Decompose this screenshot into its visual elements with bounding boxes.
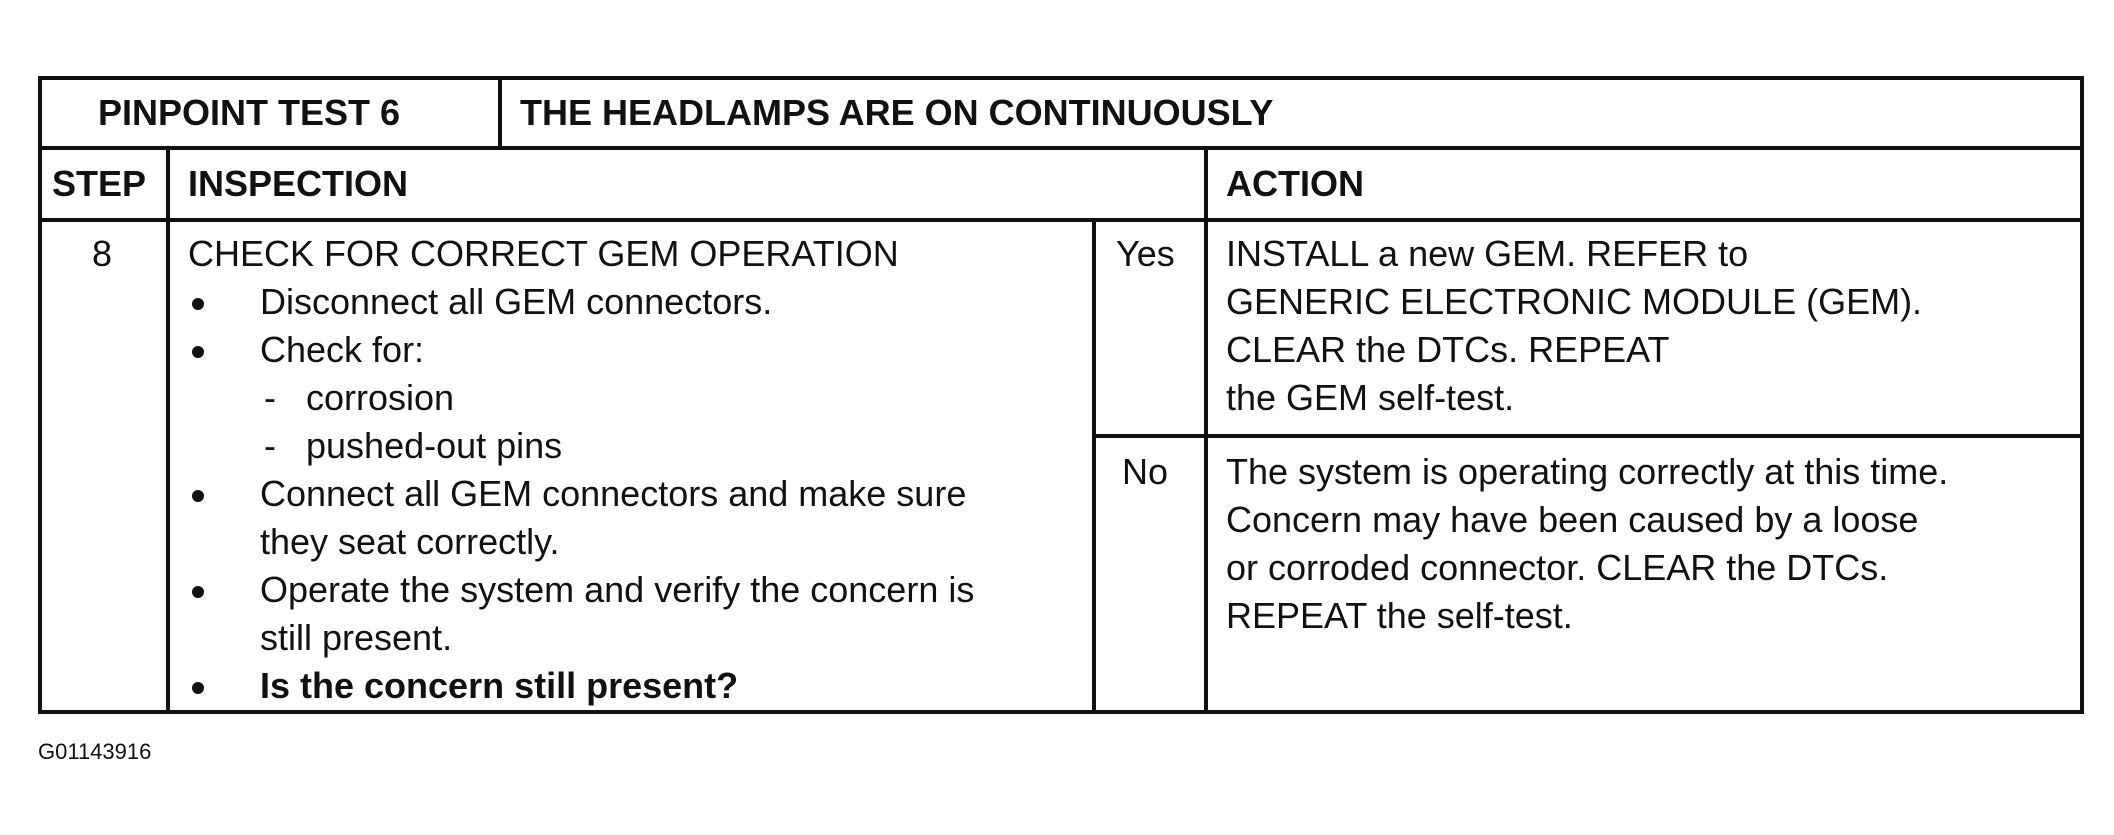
column-action: ACTION xyxy=(1226,163,1364,204)
figure-id: G01143916 xyxy=(38,739,152,764)
result-divider xyxy=(1092,218,1096,710)
inspection-step-4-line-2: still present. xyxy=(260,617,453,658)
no-action-line-4: REPEAT the self-test. xyxy=(1226,595,1573,636)
no-action-line-2: Concern may have been caused by a loose xyxy=(1226,499,1919,540)
column-inspection: INSPECTION xyxy=(188,163,409,204)
dash-1-icon: - xyxy=(264,377,276,418)
yes-label: Yes xyxy=(1116,233,1175,274)
yes-action-line-2: GENERIC ELECTRONIC MODULE (GEM). xyxy=(1226,281,1923,322)
yes-no-divider xyxy=(1092,434,2080,438)
no-action-line-3: or corroded connector. CLEAR the DTCs. xyxy=(1226,547,1889,588)
yes-action-line-4: the GEM self-test. xyxy=(1226,377,1515,418)
test-label: PINPOINT TEST 6 xyxy=(98,92,401,133)
no-action-line-1: The system is operating correctly at thi… xyxy=(1226,451,1949,492)
no-label: No xyxy=(1122,451,1169,492)
yes-action-line-3: CLEAR the DTCs. REPEAT xyxy=(1226,329,1670,370)
bullet-2-icon xyxy=(192,346,204,358)
title-divider xyxy=(498,80,502,146)
yes-action-line-1: INSTALL a new GEM. REFER to xyxy=(1226,233,1749,274)
pinpoint-test-table: PINPOINT TEST 6 THE HEADLAMPS ARE ON CON… xyxy=(38,76,2084,714)
inspection-step-2: Check for: xyxy=(260,329,425,370)
inspection-step-4-line-1: Operate the system and verify the concer… xyxy=(260,569,975,610)
inspection-title: CHECK FOR CORRECT GEM OPERATION xyxy=(188,233,899,274)
bullet-1-icon xyxy=(192,298,204,310)
column-step: STEP xyxy=(52,163,147,204)
test-title: THE HEADLAMPS ARE ON CONTINUOUSLY xyxy=(520,92,1274,133)
bullet-5-icon xyxy=(192,682,204,694)
check-item-2: pushed-out pins xyxy=(306,425,563,466)
bullet-4-icon xyxy=(192,586,204,598)
columns-divider xyxy=(42,218,2080,222)
header-divider xyxy=(42,146,2080,150)
inspection-step-3-line-1: Connect all GEM connectors and make sure xyxy=(260,473,967,514)
bullet-3-icon xyxy=(192,490,204,502)
inspection-question: Is the concern still present? xyxy=(260,665,739,706)
step-number: 8 xyxy=(92,233,113,274)
action-divider xyxy=(1204,146,1208,710)
step-divider xyxy=(166,146,170,710)
dash-2-icon: - xyxy=(264,425,276,466)
inspection-step-3-line-2: they seat correctly. xyxy=(260,521,560,562)
inspection-step-1: Disconnect all GEM connectors. xyxy=(260,281,773,322)
check-item-1: corrosion xyxy=(306,377,455,418)
